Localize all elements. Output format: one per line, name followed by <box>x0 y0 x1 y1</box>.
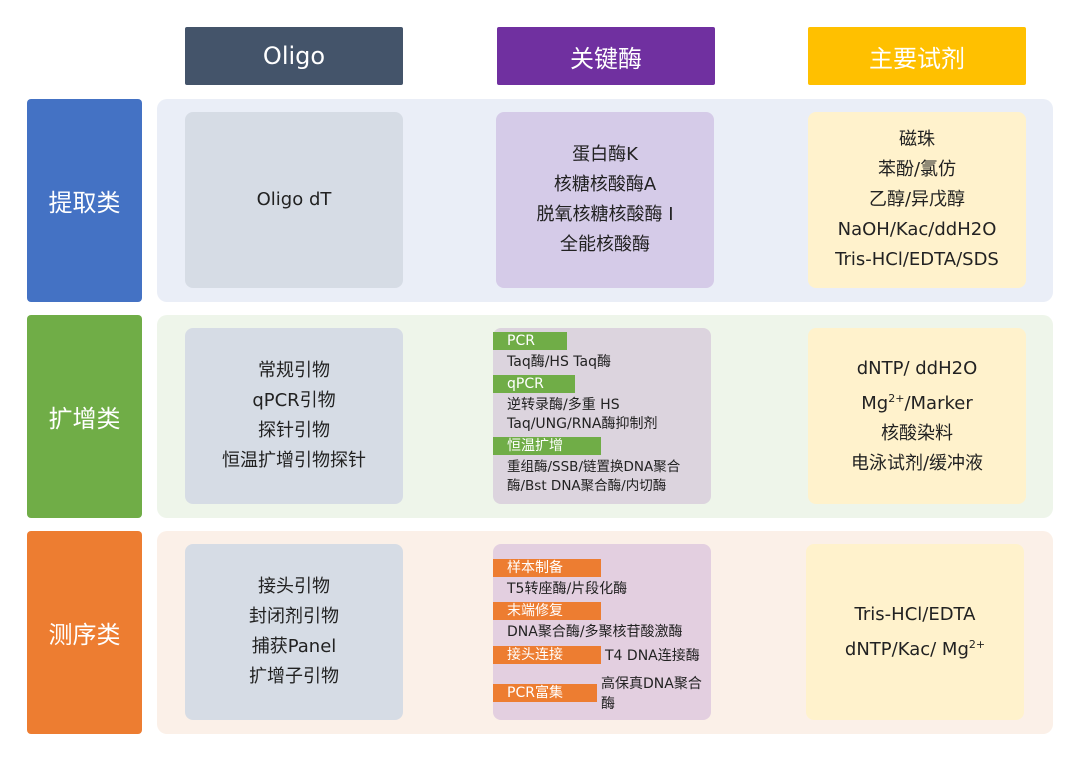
cell-text: Mg2+/Marker <box>861 384 972 419</box>
cell-text: 捕获Panel <box>251 636 337 657</box>
mg-text: Mg <box>861 392 889 414</box>
marker-text: /Marker <box>904 392 973 414</box>
enzyme-text: DNA聚合酶/多聚核苷酸激酶 <box>507 624 683 640</box>
enzyme-text: T5转座酶/片段化酶 <box>507 581 628 597</box>
cell-text: 磁珠 <box>899 129 935 150</box>
cell-text: 常规引物 <box>258 360 330 381</box>
cell-text: 核糖核酸酶A <box>553 174 657 195</box>
cell-text: qPCR引物 <box>252 390 336 411</box>
cell-text: 恒温扩增引物探针 <box>222 450 366 471</box>
enzyme-text: 逆转录酶/多重 HS Taq/UNG/RNA酶抑制剂 <box>507 397 658 432</box>
cell-text: 封闭剂引物 <box>249 606 339 627</box>
row-label-sequence: 测序类 <box>27 531 142 734</box>
tag-qpcr: qPCR <box>493 375 575 393</box>
cell-text: 脱氧核糖核酸酶 I <box>536 204 674 225</box>
header-oligo: Oligo <box>185 27 403 85</box>
sequence-oligo-cell: 接头引物 封闭剂引物 捕获Panel 扩增子引物 <box>185 544 403 720</box>
cell-text: Tris-HCl/EDTA/SDS <box>835 249 999 270</box>
cell-text: 苯酚/氯仿 <box>877 159 957 180</box>
amplify-oligo-cell: 常规引物 qPCR引物 探针引物 恒温扩增引物探针 <box>185 328 403 504</box>
amplify-enzyme-cell: PCR Taq酶/HS Taq酶 qPCR 逆转录酶/多重 HS Taq/UNG… <box>493 328 711 504</box>
header-enzyme: 关键酶 <box>497 27 715 85</box>
cell-text: 探针引物 <box>258 420 330 441</box>
extract-enzyme-cell: 蛋白酶K 核糖核酸酶A 脱氧核糖核酸酶 I 全能核酸酶 <box>496 112 714 288</box>
cell-text: 接头引物 <box>258 576 330 597</box>
cell-text: Tris-HCl/EDTA <box>854 603 976 625</box>
cell-text: 蛋白酶K <box>572 144 638 165</box>
superscript: 2+ <box>968 637 986 651</box>
extract-oligo-cell: Oligo dT <box>185 112 403 288</box>
extract-reagent-cell: 磁珠 苯酚/氯仿 乙醇/异戊醇 NaOH/Kac/ddH2O Tris-HCl/… <box>808 112 1026 288</box>
dntp-text: dNTP/Kac/ Mg <box>844 638 969 660</box>
row-label-extract: 提取类 <box>27 99 142 302</box>
cell-text: dNTP/Kac/ Mg2+ <box>845 630 985 665</box>
tag-sample-prep: 样本制备 <box>493 559 601 577</box>
cell-text: Oligo dT <box>256 189 332 210</box>
tag-end-repair: 末端修复 <box>493 602 601 620</box>
enzyme-text: T4 DNA连接酶 <box>605 648 700 664</box>
tag-ligation: 接头连接 <box>493 646 601 664</box>
cell-text: NaOH/Kac/ddH2O <box>837 219 997 240</box>
row-label-amplify: 扩增类 <box>27 315 142 518</box>
tag-pcr: PCR <box>493 332 567 350</box>
enzyme-text: Taq酶/HS Taq酶 <box>507 354 611 370</box>
sequence-enzyme-cell: 样本制备 T5转座酶/片段化酶 末端修复 DNA聚合酶/多聚核苷酸激酶 接头连接… <box>493 544 711 720</box>
sequence-reagent-cell: Tris-HCl/EDTA dNTP/Kac/ Mg2+ <box>806 544 1024 720</box>
cell-text: dNTP/ ddH2O <box>856 357 978 379</box>
superscript: 2+ <box>888 391 905 405</box>
amplify-reagent-cell: dNTP/ ddH2O Mg2+/Marker 核酸染料 电泳试剂/缓冲液 <box>808 328 1026 504</box>
tag-isothermal: 恒温扩增 <box>493 437 601 455</box>
enzyme-text: 高保真DNA聚合酶 <box>601 676 702 712</box>
enzyme-text: 重组酶/SSB/链置换DNA聚合酶/Bst DNA聚合酶/内切酶 <box>507 459 681 494</box>
header-reagent: 主要试剂 <box>808 27 1026 85</box>
cell-text: 扩增子引物 <box>249 666 339 687</box>
tag-pcr-enrichment: PCR富集 <box>493 684 598 702</box>
cell-text: 电泳试剂/缓冲液 <box>850 452 984 474</box>
cell-text: 核酸染料 <box>881 422 953 444</box>
cell-text: 全能核酸酶 <box>560 234 650 255</box>
cell-text: 乙醇/异戊醇 <box>868 189 966 210</box>
